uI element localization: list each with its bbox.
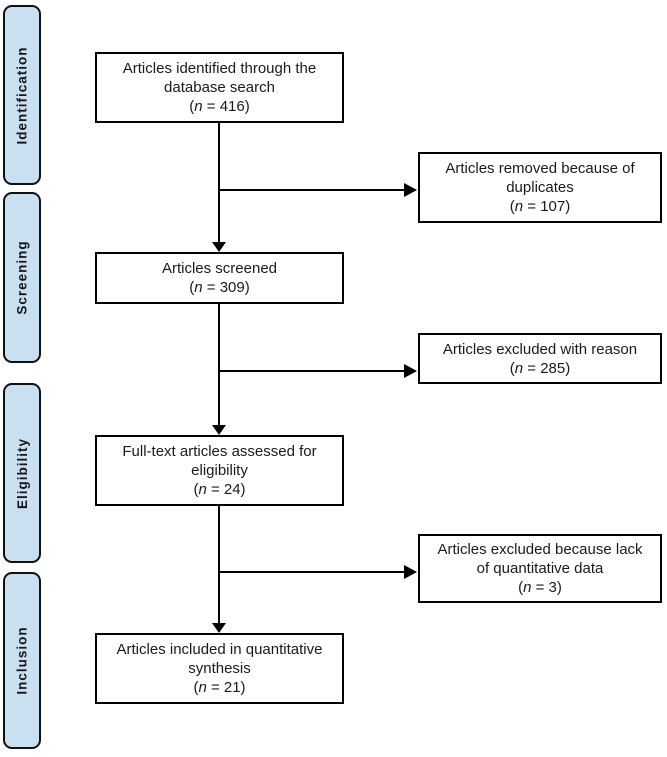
stage-identification: Identification	[3, 5, 41, 185]
flow-line-vertical-1	[218, 122, 220, 243]
n-open: (	[518, 579, 524, 596]
box-line: duplicates	[506, 179, 574, 196]
excluded-with-reason-box: Articles excluded with reason (n = 285)	[418, 333, 662, 384]
box-line: Articles identified through the	[122, 60, 317, 77]
box-n-count: (n = 24)	[193, 480, 245, 499]
n-open: (	[509, 198, 515, 215]
arrow-down-icon	[212, 242, 226, 252]
flow-line-branch-3	[218, 571, 405, 573]
box-line: Articles screened	[161, 260, 278, 277]
flow-line-vertical-3	[218, 505, 220, 624]
n-rest: = 285)	[523, 359, 571, 377]
stage-label: Identification	[14, 46, 30, 144]
n-open: (	[189, 279, 195, 296]
included-box: Articles included in quantitative synthe…	[95, 633, 344, 704]
box-line: Full-text articles assessed for	[122, 443, 317, 460]
screened-box: Articles screened (n = 309)	[95, 252, 344, 304]
box-n-count: (n = 3)	[518, 578, 562, 597]
arrow-right-icon	[404, 565, 417, 579]
excluded-no-quantitative-data-box: Articles excluded because lack of quanti…	[418, 534, 662, 603]
box-n-count: (n = 285)	[510, 359, 570, 378]
box-n-count: (n = 309)	[189, 278, 249, 297]
flow-line-branch-1	[218, 189, 405, 191]
n-rest: = 3)	[531, 579, 562, 596]
box-line: Articles included in quantitative	[116, 641, 323, 658]
n-rest: = 416)	[202, 98, 250, 115]
flow-line-branch-2	[218, 370, 405, 372]
fulltext-assessed-box: Full-text articles assessed for eligibil…	[95, 435, 344, 506]
box-line: Articles removed because of	[445, 160, 635, 177]
removed-duplicates-box: Articles removed because of duplicates (…	[418, 152, 662, 223]
n-open: (	[193, 481, 199, 498]
stage-label: Inclusion	[14, 626, 30, 695]
box-n-count: (n = 107)	[510, 197, 570, 216]
n-symbol: n	[198, 481, 207, 498]
box-n-count: (n = 416)	[189, 97, 249, 116]
n-rest: = 21)	[206, 679, 246, 696]
box-line: Articles excluded with reason	[442, 340, 638, 358]
n-symbol: n	[194, 98, 203, 115]
n-symbol: n	[194, 279, 203, 296]
n-rest: = 107)	[523, 198, 571, 215]
n-rest: = 309)	[202, 279, 250, 296]
box-line: eligibility	[191, 462, 248, 479]
arrow-right-icon	[404, 364, 417, 378]
flow-line-vertical-2	[218, 303, 220, 426]
n-symbol: n	[198, 679, 207, 696]
arrow-down-icon	[212, 425, 226, 435]
box-line: Articles excluded because lack	[437, 541, 643, 558]
n-open: (	[189, 98, 195, 115]
arrow-right-icon	[404, 183, 417, 197]
stage-screening: Screening	[3, 192, 41, 363]
n-symbol: n	[514, 359, 524, 377]
stage-inclusion: Inclusion	[3, 572, 41, 749]
n-open: (	[193, 679, 199, 696]
box-n-count: (n = 21)	[193, 678, 245, 697]
n-open: (	[509, 359, 515, 377]
stage-label: Eligibility	[14, 437, 30, 509]
n-rest: = 24)	[206, 481, 246, 498]
box-line: of quantitative data	[476, 560, 604, 577]
stage-label: Screening	[14, 240, 30, 315]
stage-eligibility: Eligibility	[3, 383, 41, 563]
arrow-down-icon	[212, 623, 226, 633]
box-line: database search	[164, 79, 275, 96]
identified-box: Articles identified through the database…	[95, 52, 344, 123]
box-line: synthesis	[188, 660, 251, 677]
n-symbol: n	[514, 198, 524, 215]
n-symbol: n	[523, 579, 532, 596]
